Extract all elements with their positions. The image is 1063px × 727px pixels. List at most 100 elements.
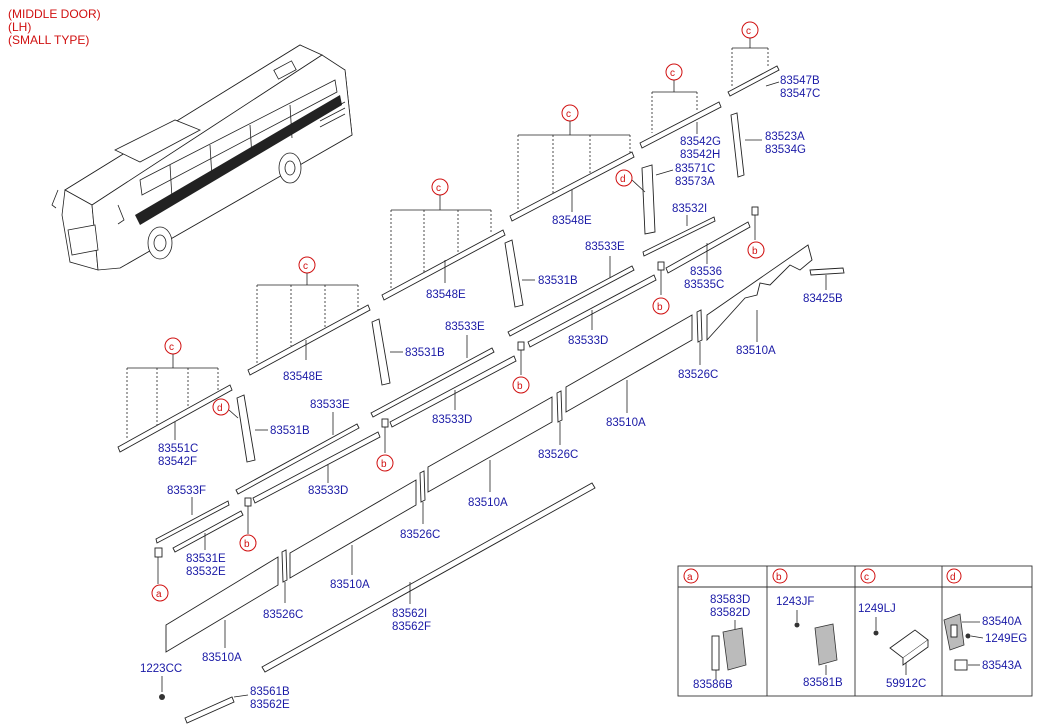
molding-83533F bbox=[155, 500, 230, 544]
legend-d-1249EG: 1249EG bbox=[985, 633, 1027, 645]
svg-text:c: c bbox=[169, 342, 174, 353]
label-83510A-2: 83510A bbox=[606, 417, 646, 429]
panel-83510A-3 bbox=[427, 396, 553, 493]
legend-c-letter: c bbox=[864, 572, 869, 583]
legend-a-83583D: 83583D bbox=[710, 594, 750, 606]
label-83547B: 83547B bbox=[780, 75, 820, 87]
legend-b-letter: b bbox=[776, 572, 782, 583]
label-83533E-3: 83533E bbox=[310, 399, 350, 411]
label-83526C-3: 83526C bbox=[400, 529, 440, 541]
legend-b-bracket bbox=[814, 623, 838, 666]
label-83533E-1: 83533E bbox=[585, 241, 625, 253]
label-83531B-2: 83531B bbox=[405, 347, 445, 359]
label-83536: 83536 bbox=[690, 266, 722, 278]
legend-a-clip bbox=[711, 635, 720, 671]
label-83542G: 83542G bbox=[680, 136, 721, 148]
molding-83536 bbox=[665, 221, 751, 274]
label-83533E-2: 83533E bbox=[445, 321, 485, 333]
callout-b-4: b bbox=[381, 459, 387, 470]
molding-83547B bbox=[727, 65, 780, 97]
bus-illustration bbox=[51, 44, 353, 271]
panel-83510A-2 bbox=[565, 314, 693, 413]
trim-83526C-1 bbox=[696, 309, 703, 343]
legend-a-letter: a bbox=[687, 572, 693, 583]
pillar-83531B-2 bbox=[371, 318, 391, 386]
trim-83526C-4 bbox=[281, 549, 288, 583]
label-83547C: 83547C bbox=[780, 88, 820, 100]
label-83548E-1: 83548E bbox=[552, 215, 592, 227]
callout-b-2: b bbox=[657, 302, 663, 313]
legend-d-83543A: 83543A bbox=[982, 660, 1022, 672]
label-83533F: 83533F bbox=[167, 485, 206, 497]
label-83548E-3: 83548E bbox=[283, 371, 323, 383]
part-83425B bbox=[809, 267, 845, 276]
legend-a-bracket bbox=[722, 627, 747, 671]
trim-83526C-3 bbox=[419, 470, 426, 503]
label-83533D-3: 83533D bbox=[308, 485, 348, 497]
callout-d-2: d bbox=[217, 403, 223, 414]
pillar-83531B-3 bbox=[236, 394, 256, 463]
label-83548E-2: 83548E bbox=[426, 289, 466, 301]
legend-b-1243JF: 1243JF bbox=[776, 596, 814, 608]
label-83523A: 83523A bbox=[765, 131, 805, 143]
label-83551C: 83551C bbox=[158, 443, 198, 455]
callout-b-3: b bbox=[517, 381, 523, 392]
callout-c-group-6: c bbox=[126, 337, 219, 440]
header-lh: (LH) bbox=[8, 20, 31, 34]
label-83561B: 83561B bbox=[250, 686, 290, 698]
legend-c-59912C: 59912C bbox=[886, 678, 926, 690]
molding-83532I bbox=[642, 216, 716, 257]
molding-83548E-3 bbox=[247, 304, 371, 376]
legend-d-83540A: 83540A bbox=[982, 616, 1022, 628]
legend-d-letter: d bbox=[950, 572, 956, 583]
label-83571C: 83571C bbox=[675, 163, 715, 175]
label-83425B: 83425B bbox=[803, 293, 843, 305]
molding-83561B bbox=[184, 696, 235, 724]
label-83510A-1: 83510A bbox=[736, 345, 776, 357]
label-83526C-4: 83526C bbox=[263, 609, 303, 621]
svg-text:c: c bbox=[746, 26, 751, 37]
label-83573A: 83573A bbox=[675, 176, 715, 188]
molding-83533E-1 bbox=[507, 265, 635, 337]
svg-text:c: c bbox=[670, 68, 675, 79]
molding-83542G bbox=[639, 101, 722, 149]
label-83562E: 83562E bbox=[250, 699, 290, 711]
label-83531B-3: 83531B bbox=[270, 425, 310, 437]
callout-c-group-3: c bbox=[517, 104, 631, 213]
svg-text:c: c bbox=[566, 109, 571, 120]
header-middle-door: (MIDDLE DOOR) bbox=[8, 7, 101, 21]
label-83533D-1: 83533D bbox=[568, 335, 608, 347]
header-small-type: (SMALL TYPE) bbox=[8, 33, 89, 47]
callout-d-1: d bbox=[620, 174, 626, 185]
label-83533D-2: 83533D bbox=[432, 414, 472, 426]
molding-83548E-2 bbox=[381, 229, 506, 301]
panel-83510A-1 bbox=[706, 244, 813, 342]
label-83531B-1: 83531B bbox=[538, 275, 578, 287]
pillar-83531B-1 bbox=[504, 239, 524, 308]
label-83534G: 83534G bbox=[765, 144, 806, 156]
label-83532E: 83532E bbox=[186, 566, 226, 578]
label-83542F: 83542F bbox=[158, 456, 197, 468]
legend-b-83581B: 83581B bbox=[803, 677, 843, 689]
legend-table: a 83583D 83582D 83586B b 1243JF 83581B c… bbox=[677, 565, 1033, 697]
label-1223CC: 1223CC bbox=[140, 663, 182, 675]
label-83510A-5: 83510A bbox=[202, 652, 242, 664]
clip-a bbox=[154, 547, 163, 558]
label-83510A-4: 83510A bbox=[330, 579, 370, 591]
label-83562I: 83562I bbox=[392, 608, 427, 620]
label-83542H: 83542H bbox=[680, 149, 720, 161]
molding-83533D-3 bbox=[252, 431, 381, 504]
callout-c-group-4: c bbox=[390, 178, 492, 290]
legend-c-1249LJ: 1249LJ bbox=[858, 603, 896, 615]
label-83526C-2: 83526C bbox=[538, 449, 578, 461]
molding-83533D-2 bbox=[389, 355, 517, 428]
callout-b-5: b bbox=[244, 539, 250, 550]
molding-83548E-1 bbox=[509, 151, 635, 222]
callout-c-group-2: c bbox=[651, 63, 698, 133]
legend-d-pad bbox=[954, 659, 968, 671]
svg-text:c: c bbox=[303, 261, 308, 272]
molding-83551C bbox=[117, 384, 233, 453]
legend-a-83582D: 83582D bbox=[710, 607, 750, 619]
molding-83531E bbox=[172, 510, 244, 553]
